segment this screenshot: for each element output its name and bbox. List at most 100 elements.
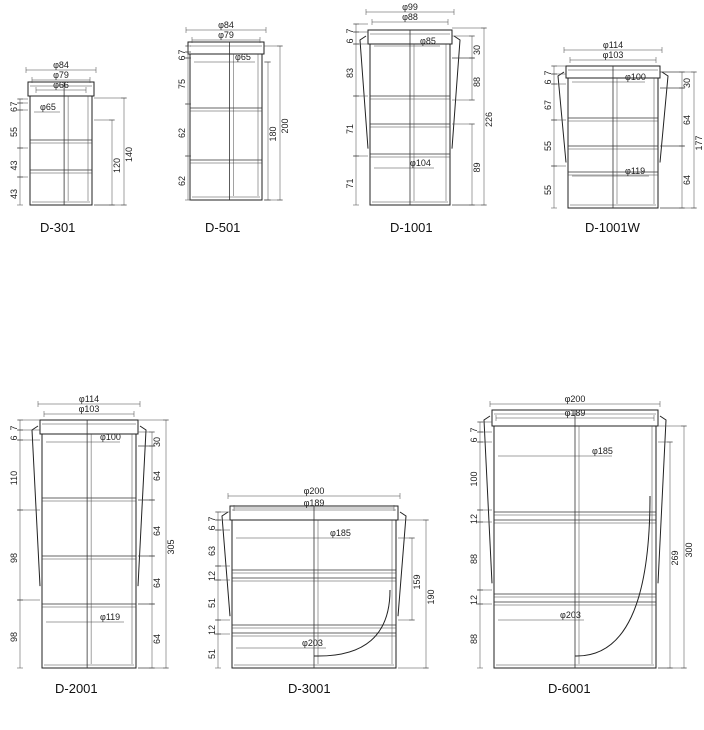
model-caption: D-3001 (288, 681, 331, 696)
height-label: 98 (9, 553, 19, 563)
bottom-diameter-label: φ203 (302, 638, 323, 648)
height-label: 12 (207, 625, 217, 635)
diameter-label: φ189 (304, 498, 325, 508)
diameter-label: φ189 (565, 408, 586, 418)
height-label: 6 (543, 79, 553, 84)
height-label: 6 (9, 107, 19, 112)
diameter-label: φ103 (79, 404, 100, 414)
diameter-label: φ99 (402, 2, 418, 12)
height-label: 269 (670, 550, 680, 565)
height-label: 30 (682, 78, 692, 88)
model-caption: D-501 (205, 220, 240, 235)
height-label: 12 (207, 571, 217, 581)
height-label: 30 (472, 45, 482, 55)
bottom-diameter-label: φ119 (100, 612, 120, 622)
diameter-label: φ88 (402, 12, 418, 22)
height-label: 12 (469, 514, 479, 524)
height-label: 100 (469, 471, 479, 486)
height-label: 43 (9, 189, 19, 199)
height-label: 67 (543, 100, 553, 110)
height-label: 159 (412, 574, 422, 589)
bottom-diameter-label: φ203 (560, 610, 581, 620)
height-label: 62 (177, 176, 187, 186)
diameter-label: φ79 (53, 70, 69, 80)
container-body (189, 53, 263, 201)
height-label: 120 (112, 158, 122, 173)
height-label: 7 (207, 516, 217, 521)
inner-diameter-label: φ65 (235, 52, 251, 62)
diameter-label: φ114 (79, 394, 99, 404)
handle-left (31, 425, 41, 587)
model-caption: D-1001 (390, 220, 433, 235)
handle-left (483, 415, 493, 584)
height-label: 7 (9, 425, 19, 430)
drawing-d-6001: φ200φ189φ185φ2037610012881288269300D-600… (469, 394, 694, 696)
handle-right (659, 71, 669, 163)
height-label: 75 (177, 79, 187, 89)
handle-right (657, 415, 667, 584)
handle-right (451, 35, 461, 149)
height-label: 300 (684, 542, 694, 557)
height-label: 63 (207, 546, 217, 556)
height-label: 7 (177, 49, 187, 54)
height-label: 55 (543, 141, 553, 151)
container-body (41, 433, 137, 669)
height-label: 64 (682, 115, 692, 125)
height-label: 64 (152, 526, 162, 536)
height-label: 305 (166, 539, 176, 554)
inner-diameter-label: φ100 (100, 432, 121, 442)
height-label: 226 (484, 112, 494, 127)
handle-right (397, 511, 407, 617)
height-label: 71 (345, 124, 355, 134)
height-label: 64 (152, 634, 162, 644)
height-label: 51 (207, 598, 217, 608)
height-label: 6 (207, 525, 217, 530)
height-label: 177 (694, 135, 704, 150)
height-label: 190 (426, 589, 436, 604)
handle-left (221, 511, 231, 617)
inner-bowl-curve (313, 589, 391, 657)
model-caption: D-6001 (548, 681, 591, 696)
height-label: 110 (9, 471, 19, 485)
handle-left (359, 35, 369, 149)
height-label: 64 (152, 471, 162, 481)
height-label: 89 (472, 162, 482, 172)
height-label: 30 (152, 437, 162, 447)
height-label: 64 (152, 578, 162, 588)
height-label: 88 (472, 77, 482, 87)
diameter-label: φ84 (53, 60, 69, 70)
diameter-label: φ200 (304, 486, 325, 496)
height-label: 6 (177, 55, 187, 60)
height-label: 12 (469, 595, 479, 605)
model-caption: D-1001W (585, 220, 641, 235)
height-label: 140 (124, 147, 134, 162)
height-label: 7 (543, 70, 553, 75)
handle-left (557, 71, 567, 163)
height-label: 7 (9, 101, 19, 106)
height-label: 43 (9, 160, 19, 170)
inner-bowl-curve (574, 495, 651, 657)
height-label: 88 (469, 554, 479, 564)
lid-outline (187, 41, 265, 55)
inner-diameter-label: φ65 (40, 102, 56, 112)
diameter-label: φ79 (218, 30, 234, 40)
height-label: 55 (543, 185, 553, 195)
height-label: 6 (469, 437, 479, 442)
diameter-label: φ84 (218, 20, 234, 30)
height-label: 55 (9, 127, 19, 137)
diameter-label: φ103 (603, 50, 624, 60)
height-label: 6 (345, 38, 355, 43)
container-body (29, 95, 93, 206)
lid-outline (39, 419, 139, 435)
inner-diameter-label: φ85 (420, 36, 436, 46)
diameter-label: φ200 (565, 394, 586, 404)
bottom-diameter-label: φ104 (410, 158, 431, 168)
height-label: 200 (280, 118, 290, 133)
height-label: 98 (9, 632, 19, 642)
